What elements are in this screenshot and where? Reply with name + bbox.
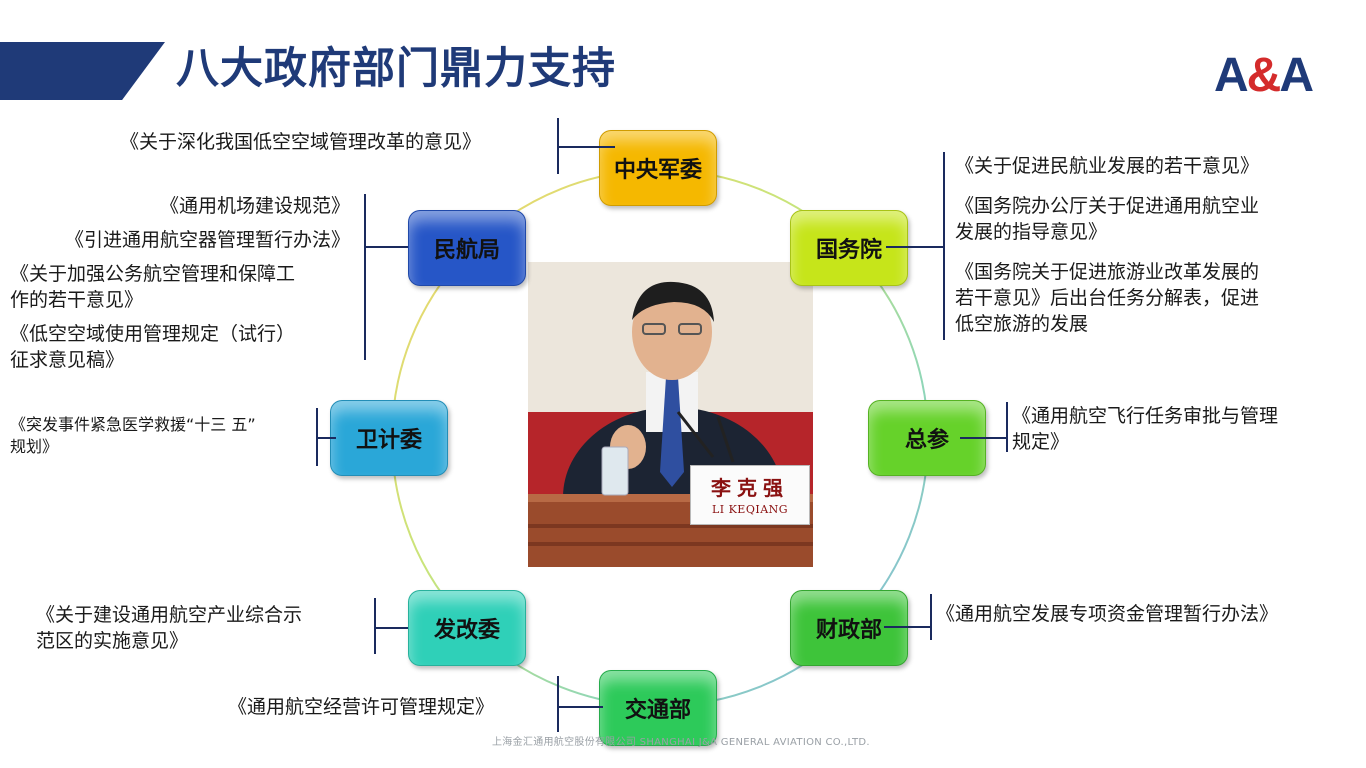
department-label: 总参 xyxy=(904,428,949,453)
doc-list-state-council: 《关于促进民航业发展的若干意见》 《国务院办公厅关于促进通用航空业 发展的指导意… xyxy=(955,153,1259,337)
doc-item: 《通用机场建设规范》 xyxy=(159,195,350,217)
doc-item: 《通用航空飞行任务审批与管理 xyxy=(1012,405,1279,427)
page-title: 八大政府部门鼎力支持 xyxy=(176,44,616,94)
bracket-finance xyxy=(930,594,932,640)
department-label: 卫计委 xyxy=(355,428,422,453)
department-box-state-council: 国务院 xyxy=(790,210,908,286)
department-label: 国务院 xyxy=(815,238,882,263)
doc-item: 《关于加强公务航空管理和保障工 xyxy=(10,263,296,285)
doc-item: 《通用航空经营许可管理规定》 xyxy=(228,696,495,718)
bracket-transport xyxy=(557,676,559,732)
department-label: 发改委 xyxy=(433,618,500,643)
logo-letter-a-right: A xyxy=(1279,49,1314,102)
doc-list-military: 《关于深化我国低空空域管理改革的意见》 xyxy=(120,129,481,155)
department-box-general-staff: 总参 xyxy=(868,400,986,476)
connector-caac xyxy=(364,246,408,248)
doc-item: 规定》 xyxy=(1012,431,1070,453)
connector-military xyxy=(557,146,615,148)
bracket-state-council xyxy=(943,152,945,340)
nameplate-english-name: LI KEQIANG xyxy=(711,503,789,516)
doc-list-general-staff: 《通用航空飞行任务审批与管理 规定》 xyxy=(1012,403,1278,455)
doc-item: 《引进通用航空器管理暂行办法》 xyxy=(64,229,350,251)
doc-item: 若干意见》后出台任务分解表，促进 xyxy=(955,287,1260,309)
doc-item: 《低空空域使用管理规定（试行） xyxy=(10,323,296,345)
doc-item: 《突发事件紧急医学救援“十三 五” xyxy=(10,415,256,434)
doc-item: 作的若干意见》 xyxy=(10,289,144,311)
doc-item: 《国务院办公厅关于促进通用航空业 xyxy=(955,195,1260,217)
company-logo: A&A xyxy=(1199,50,1327,102)
department-box-military: 中央军委 xyxy=(599,130,717,206)
doc-list-health: 《突发事件紧急医学救援“十三 五” 规划》 xyxy=(10,414,256,458)
doc-item: 征求意见稿》 xyxy=(10,349,125,371)
department-box-caac: 民航局 xyxy=(408,210,526,286)
doc-item: 低空旅游的发展 xyxy=(955,313,1089,335)
bracket-ndrc xyxy=(374,598,376,654)
department-label: 财政部 xyxy=(815,618,882,643)
connector-ndrc xyxy=(374,627,408,629)
department-label: 民航局 xyxy=(433,238,500,263)
nameplate-chinese-name: 李克强 xyxy=(711,476,789,500)
department-label: 交通部 xyxy=(624,698,691,723)
department-label: 中央军委 xyxy=(613,158,702,183)
connector-finance xyxy=(884,626,930,628)
connector-general-staff xyxy=(960,437,1006,439)
doc-list-finance: 《通用航空发展专项资金管理暂行办法》 xyxy=(936,601,1278,627)
doc-list-ndrc: 《关于建设通用航空产业综合示 范区的实施意见》 xyxy=(36,602,302,654)
doc-item: 范区的实施意见》 xyxy=(36,630,189,652)
doc-item: 《关于深化我国低空空域管理改革的意见》 xyxy=(120,131,482,153)
logo-ampersand: & xyxy=(1246,49,1282,102)
connector-transport xyxy=(557,706,603,708)
doc-item: 发展的指导意见》 xyxy=(955,221,1108,243)
doc-item: 《关于促进民航业发展的若干意见》 xyxy=(955,155,1260,177)
department-box-finance: 财政部 xyxy=(790,590,908,666)
doc-item: 规划》 xyxy=(10,437,59,456)
doc-item: 《关于建设通用航空产业综合示 xyxy=(36,604,303,626)
bracket-general-staff xyxy=(1006,402,1008,452)
nameplate: 李克强 LI KEQIANG xyxy=(690,465,810,525)
speaker-photo xyxy=(528,262,813,567)
department-box-ndrc: 发改委 xyxy=(408,590,526,666)
connector-state-council xyxy=(886,246,944,248)
bracket-caac xyxy=(364,194,366,360)
doc-list-caac: 《通用机场建设规范》 《引进通用航空器管理暂行办法》 《关于加强公务航空管理和保… xyxy=(10,193,350,373)
doc-item: 《通用航空发展专项资金管理暂行办法》 xyxy=(936,603,1279,625)
footer-company-name: 上海金汇通用航空股份有限公司 SHANGHAI J&A GENERAL AVIA… xyxy=(492,737,870,748)
department-box-transport: 交通部 xyxy=(599,670,717,746)
connector-health xyxy=(316,437,336,439)
logo-letter-a-left: A xyxy=(1213,49,1249,102)
doc-list-transport: 《通用航空经营许可管理规定》 xyxy=(228,694,494,720)
doc-item: 《国务院关于促进旅游业改革发展的 xyxy=(955,261,1260,283)
department-box-health: 卫计委 xyxy=(330,400,448,476)
